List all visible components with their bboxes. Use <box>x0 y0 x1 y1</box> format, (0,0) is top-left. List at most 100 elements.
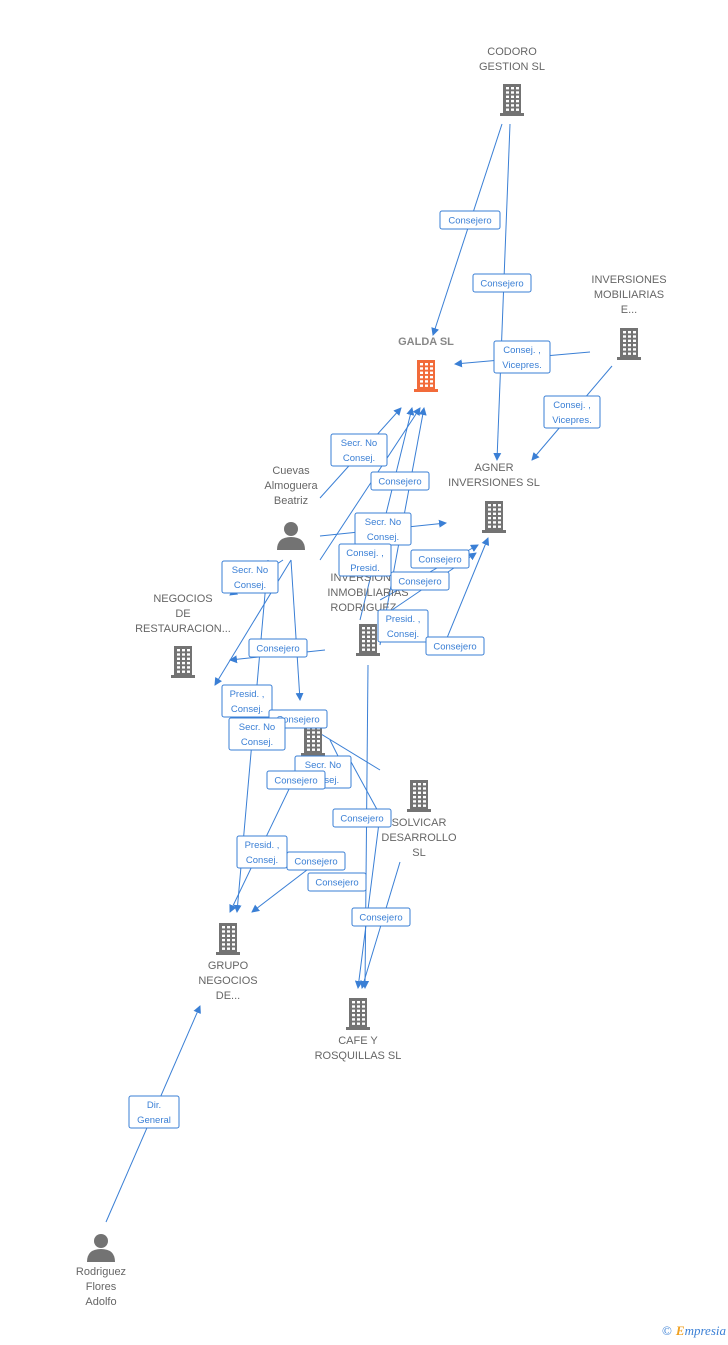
edge-label-text: Presid. , <box>230 689 265 700</box>
edge-label-text: Consej. <box>343 453 375 464</box>
edge-label-box <box>332 808 392 828</box>
edge-label[interactable]: Consejero <box>266 770 326 790</box>
edge-label[interactable]: Presid. , Consej. <box>377 609 429 643</box>
edge-label-text: Consej. , <box>346 548 384 559</box>
node-label: INVERSIONES <box>591 274 666 286</box>
edge-label-text: Consej. <box>241 737 273 748</box>
edge-label-text: Consej. <box>367 532 399 543</box>
edge-label-text: Dir. <box>147 1100 161 1111</box>
edge-label-text: Secr. No <box>365 517 401 528</box>
edge-label-text: Presid. <box>350 563 380 574</box>
edge-label[interactable]: Secr. No Consej. <box>354 512 412 546</box>
node-label: Beatriz <box>274 495 308 507</box>
edge-label[interactable]: Consejero <box>332 808 392 828</box>
edge-label[interactable]: Presid. ,Consej. <box>221 684 273 718</box>
edge-label-box <box>128 1095 180 1129</box>
node-grupo[interactable]: GRUPONEGOCIOSDE... <box>198 923 258 1002</box>
node-label: INMOBILIARIAS <box>327 587 408 599</box>
building-icon <box>482 501 506 533</box>
edge-label-text: Consejero <box>340 814 383 825</box>
node-label: AGNER <box>474 462 513 474</box>
edge-label[interactable]: Presid. ,Consej. <box>236 835 288 869</box>
building-icon <box>500 84 524 116</box>
node-label: CODORO <box>487 46 537 58</box>
edge-label-text: Consejero <box>274 776 317 787</box>
node-codoro[interactable]: CODORO GESTION SL <box>479 46 545 116</box>
edge-label[interactable]: Consej. ,Vicepres. <box>493 340 551 374</box>
edge-label-text: Consejero <box>418 555 461 566</box>
edge-label[interactable]: Consejero <box>472 273 532 293</box>
edge-label[interactable]: Consejero <box>390 571 450 591</box>
edge-label[interactable]: Dir. General <box>128 1095 180 1129</box>
edge-line <box>290 559 304 701</box>
edge-label[interactable]: Consejero <box>410 549 470 569</box>
person-icon <box>87 1234 115 1262</box>
edge-label[interactable]: Consej. , Vicepres. <box>543 395 601 429</box>
nodes-layer: CODORO GESTION SL GALDA SL INVERSIONESMOBIL… <box>76 46 667 1308</box>
node-label: CAFE Y <box>338 1035 378 1047</box>
node-label: Cuevas <box>272 465 310 477</box>
node-label: SL <box>412 847 425 859</box>
building-icon <box>356 624 380 656</box>
edge-label-text: Consej. <box>387 629 419 640</box>
node-label: Rodriguez <box>76 1266 126 1278</box>
node-label: E... <box>621 304 638 316</box>
empresia-logo: ©Empresia <box>662 1323 726 1339</box>
edge-label-text: Consejero <box>480 279 523 290</box>
person-icon <box>277 522 305 550</box>
edge-label-text: Consej. , <box>553 400 591 411</box>
edge-label-text: Vicepres. <box>552 415 591 426</box>
brand-name: mpresia <box>684 1323 726 1338</box>
edge-label-box <box>266 770 326 790</box>
node-label: NEGOCIOS <box>198 975 257 987</box>
edge-label-text: Consejero <box>256 644 299 655</box>
node-label: Flores <box>86 1281 117 1293</box>
edge-label-text: Consejero <box>315 878 358 889</box>
edge-label-text: Secr. No <box>341 438 377 449</box>
node-galda[interactable]: GALDA SL <box>398 336 454 392</box>
edge-label-text: Consejero <box>433 642 476 653</box>
node-negocios-rest[interactable]: NEGOCIOSDERESTAURACION... <box>135 593 231 678</box>
node-label: GESTION SL <box>479 61 545 73</box>
edge-label-text: Secr. No <box>232 565 268 576</box>
building-icon <box>171 646 195 678</box>
edge-label-text: Presid. , <box>386 614 421 625</box>
edge-label-text: Consej. <box>234 580 266 591</box>
building-icon <box>407 780 431 812</box>
edge-label[interactable]: Secr. No Consej. <box>221 560 279 594</box>
node-agner[interactable]: AGNER INVERSIONES SL <box>448 462 540 533</box>
edge-label-text: Consejero <box>276 715 319 726</box>
node-label: DESARROLLO <box>381 832 457 844</box>
edge-line <box>439 537 490 656</box>
edge-label[interactable]: Consejero <box>351 907 411 927</box>
edge-label[interactable]: Secr. No Consej. <box>330 433 388 467</box>
edge-label-text: Consejero <box>359 913 402 924</box>
node-label: Almoguera <box>264 480 318 492</box>
edge-label[interactable]: Consej. , Presid. <box>338 543 392 577</box>
building-icon <box>414 360 438 392</box>
edge-label[interactable]: Consejero <box>286 851 346 871</box>
edge-label[interactable]: Consejero <box>248 638 308 658</box>
edge-label-box <box>307 872 367 892</box>
edge-label-box <box>410 549 470 569</box>
node-label: INVERSIONES SL <box>448 477 540 489</box>
edge-label[interactable]: Consejero <box>370 471 430 491</box>
edge-label-text: Consej. , <box>503 345 541 356</box>
copyright-symbol: © <box>662 1323 672 1338</box>
edge-label-text: Consej. <box>246 855 278 866</box>
edge-label-text: General <box>137 1115 171 1126</box>
edge-label[interactable]: Consejero <box>307 872 367 892</box>
edge-label[interactable]: Consejero <box>439 210 501 230</box>
edge-label-text: Consejero <box>448 216 491 227</box>
edge-label-box <box>377 609 429 643</box>
node-inv-mob[interactable]: INVERSIONESMOBILIARIASE... <box>591 274 667 360</box>
edge-label[interactable]: Consejero <box>425 636 485 656</box>
node-label: RESTAURACION... <box>135 623 231 635</box>
